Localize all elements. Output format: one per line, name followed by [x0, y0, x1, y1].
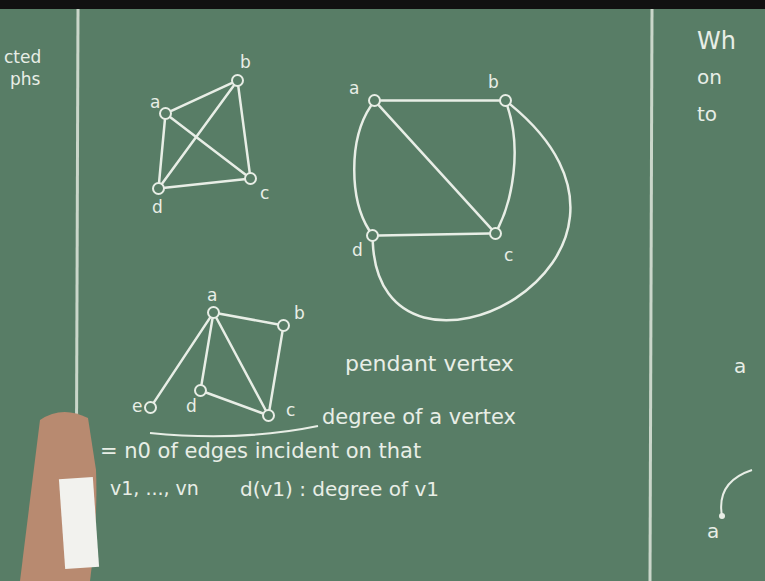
graph-edge [207, 393, 263, 414]
chalk-note: phs [10, 70, 40, 89]
graph-edge [379, 234, 489, 236]
vertex-label: d [186, 398, 197, 415]
divider-line [650, 9, 652, 581]
vertex-label: c [504, 247, 513, 264]
chalk-note: d(v1) : degree of v1 [240, 478, 439, 500]
graph-edge [381, 99, 499, 102]
vertex-label: a [349, 80, 359, 97]
graph-vertex: d [152, 182, 165, 195]
graph-vertex: a [159, 107, 172, 120]
vertex-label: a [207, 287, 217, 304]
chalk-note: pendant vertex [345, 352, 514, 376]
graph-vertex: a [207, 306, 220, 319]
graph-vertex: c [244, 172, 257, 185]
chalk-arc [721, 470, 752, 516]
graph-edge [217, 318, 266, 410]
vertex-label: d [152, 199, 163, 216]
graph-edge [159, 120, 165, 182]
graph-vertex: b [231, 74, 244, 87]
chalk-note: a [734, 355, 746, 377]
graph-edge [379, 105, 491, 228]
chalk-note: degree of a vertex [322, 406, 516, 429]
graph-vertex: c [489, 227, 502, 240]
vertex-label: b [294, 305, 305, 322]
chalk-note: = n0 of edges incident on that [100, 440, 421, 463]
graph-vertex: a [368, 94, 381, 107]
chalk-note: on [697, 66, 722, 88]
chalk-note: a [707, 520, 719, 542]
underline-stroke [150, 426, 318, 436]
vertex-label: c [260, 185, 269, 202]
graph-vertex: b [499, 94, 512, 107]
vertex-label: e [132, 398, 142, 415]
graph-edge [162, 86, 233, 184]
vertex-label: d [352, 242, 363, 259]
chalk-note: to [697, 103, 717, 125]
graph-vertex: d [194, 384, 207, 397]
graph-edge [498, 107, 514, 228]
graph-edge [171, 83, 231, 111]
graph-edge [238, 87, 249, 172]
graph-vertex: b [277, 319, 290, 332]
graph-vertex: c [262, 409, 275, 422]
graph-edge [270, 332, 283, 409]
graph-edge [154, 318, 210, 402]
vertex-label: a [150, 94, 160, 111]
vertex-label: b [240, 54, 251, 71]
vertex-label: c [286, 402, 295, 419]
chalk-note: v1, ..., vn [110, 478, 199, 499]
chalk-note: cted [4, 48, 41, 67]
graph-edge [220, 314, 277, 325]
graph-vertex: e [144, 401, 157, 414]
vertex-label: b [488, 74, 499, 91]
chalk-note: Wh [697, 28, 736, 54]
graph-edge [354, 106, 371, 230]
chalk-dot [719, 513, 725, 519]
graph-edge [171, 117, 246, 174]
chalk-stick [59, 477, 99, 569]
graph-edge [373, 105, 571, 321]
board-frame [0, 0, 765, 9]
graph-edge [165, 179, 244, 188]
graph-vertex: d [366, 229, 379, 242]
